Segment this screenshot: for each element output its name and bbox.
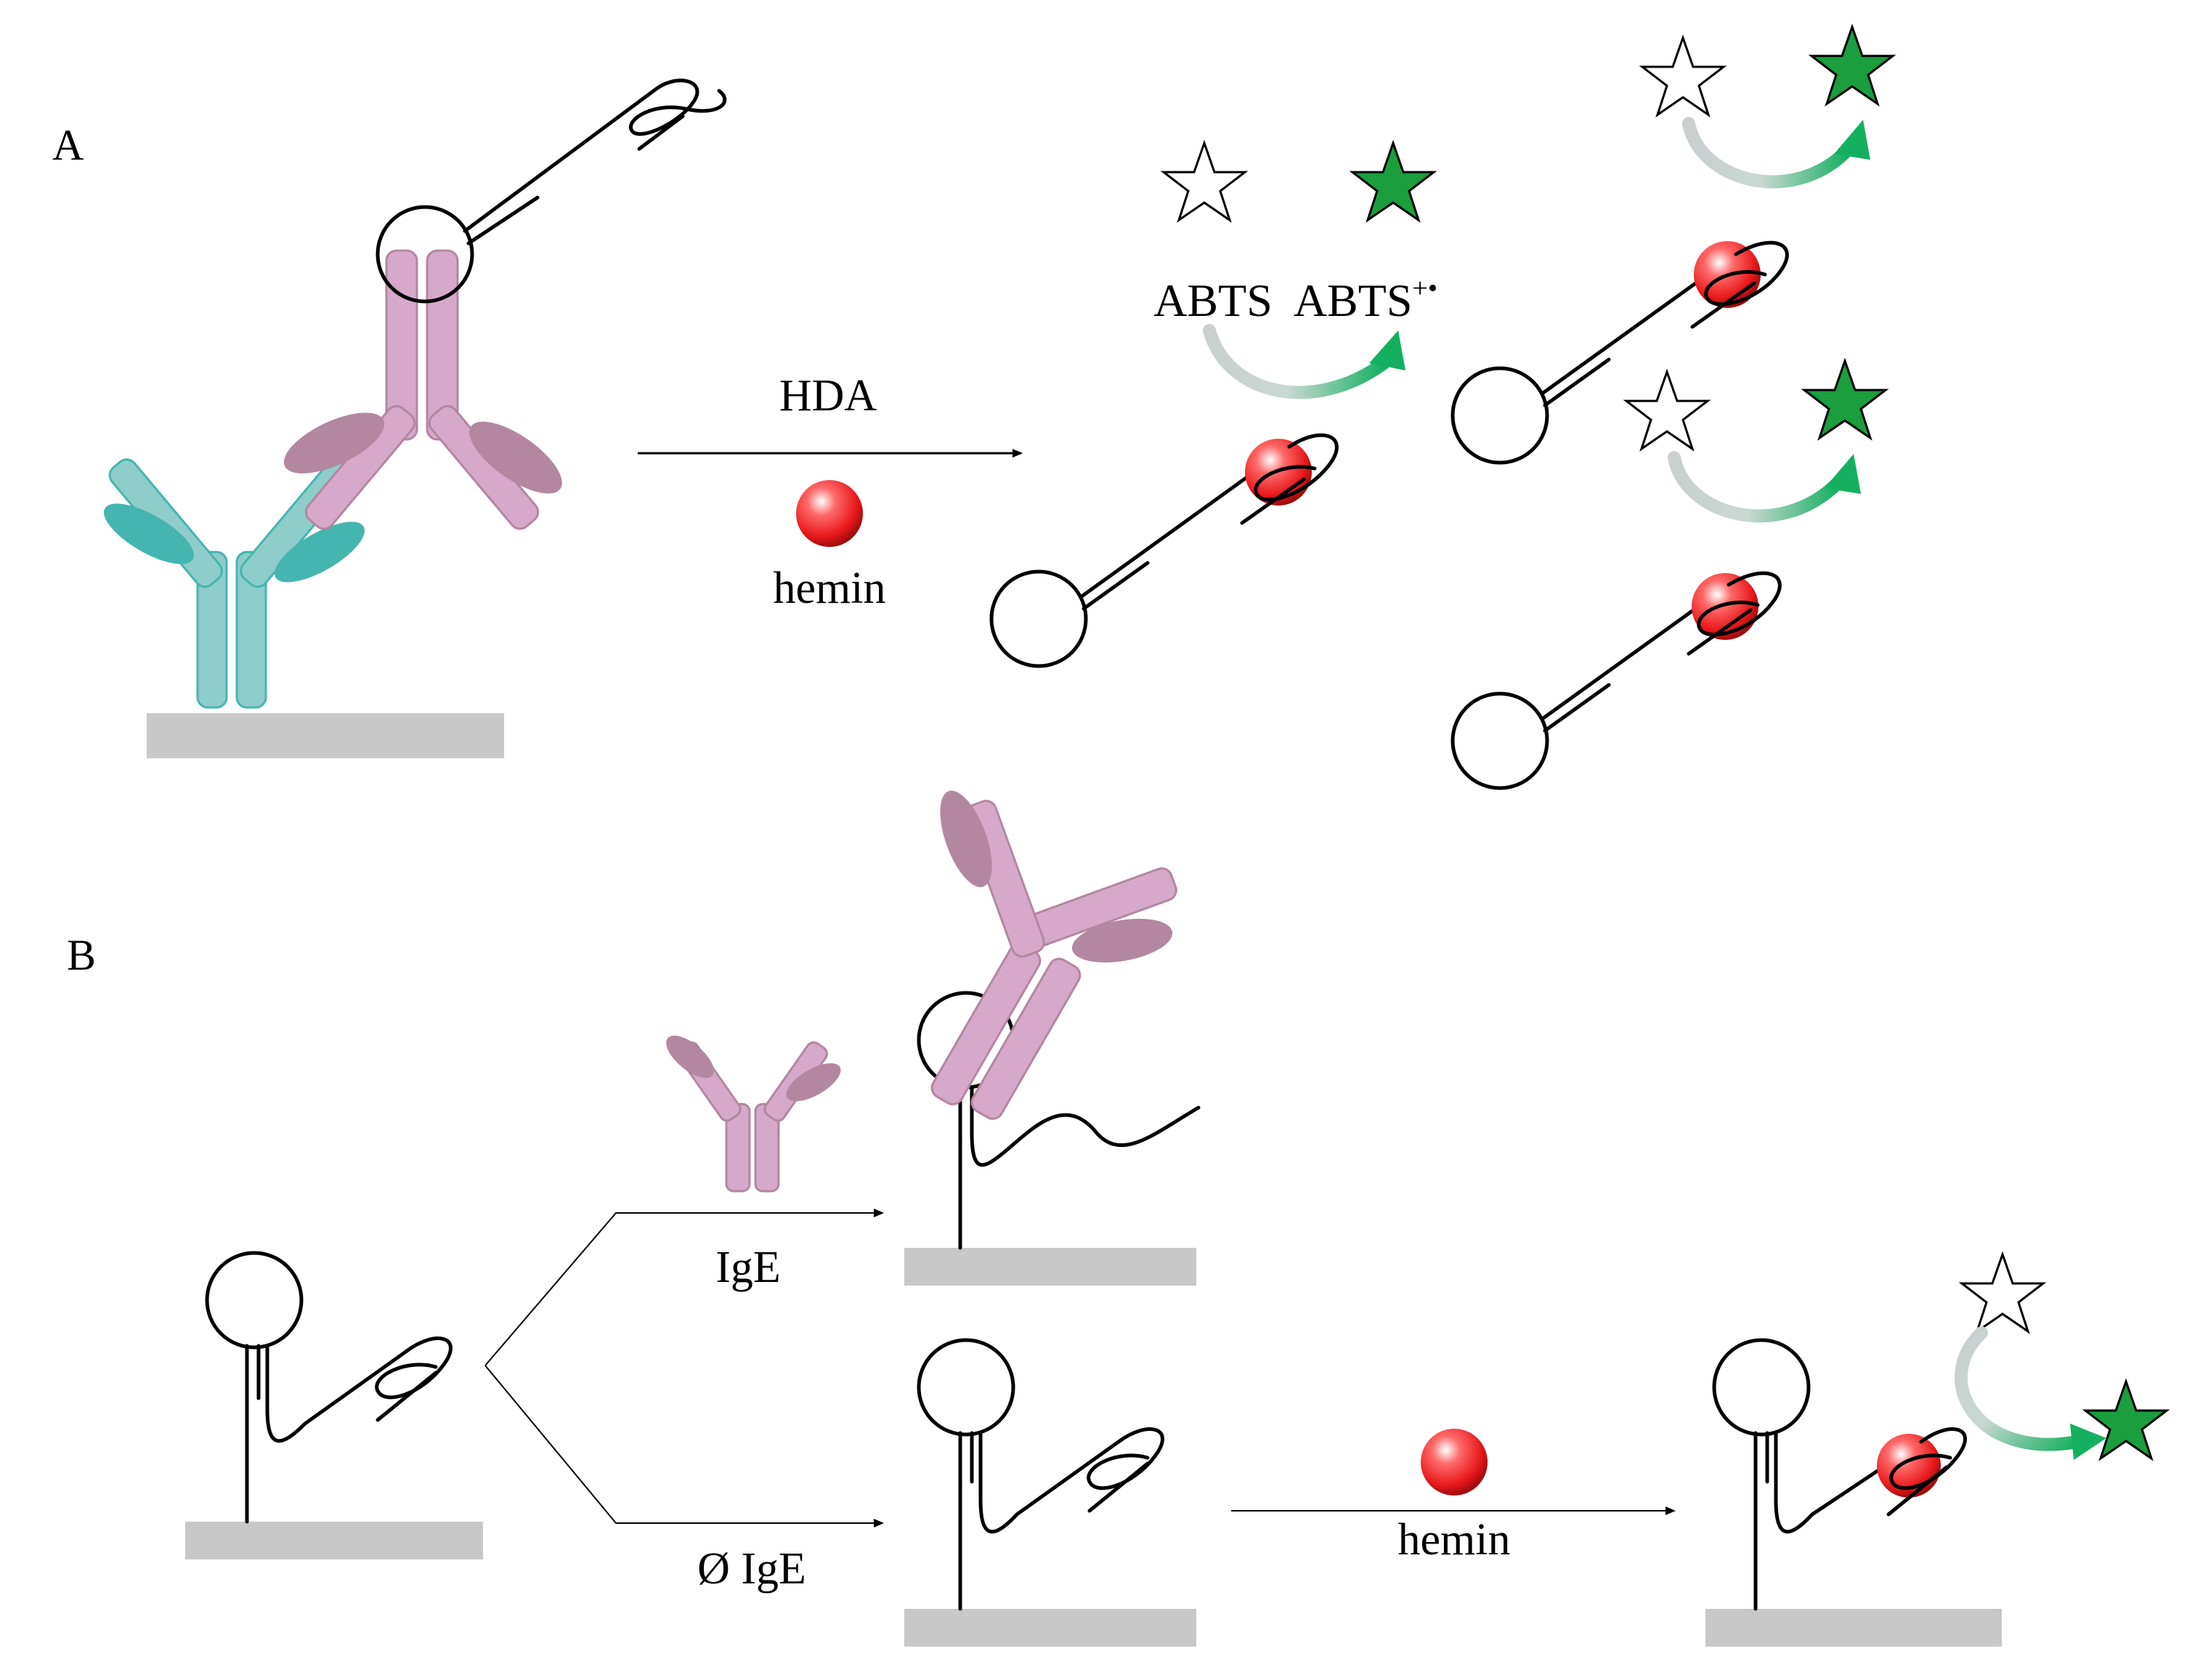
conversion-arrow-4 — [1955, 1326, 2084, 1451]
hda-label: HDA — [779, 371, 877, 421]
hemin-icon-b — [1421, 1429, 1488, 1496]
aptamer-hairpin-start — [205, 1251, 453, 1524]
g-quadruplex-product-1 — [989, 433, 1339, 668]
aptamer-hairpin-bound — [376, 78, 727, 304]
conversion-arrow-1 — [1203, 324, 1390, 399]
star-reduced-icon-1 — [1162, 142, 1246, 222]
star-reduced-icon-2 — [1641, 36, 1725, 116]
abts-oxidized-label: ABTS+• — [1294, 273, 1437, 326]
branch-no-ige — [484, 1365, 872, 1524]
conversion-arrowhead-2 — [1834, 120, 1870, 160]
branch-ige — [484, 1212, 872, 1366]
surface-b-no-ige — [904, 1609, 1196, 1647]
g-quadruplex-product-3 — [1451, 571, 1782, 790]
panel-label-b: B — [67, 931, 96, 979]
ige-antibody-a — [283, 249, 562, 530]
surface-b-final — [1705, 1609, 2002, 1647]
aptamer-ige-complex — [917, 790, 1201, 1250]
ige-icon — [666, 1035, 841, 1193]
hemin-icon-a — [796, 480, 863, 547]
star-oxidized-icon-4 — [2084, 1380, 2168, 1460]
panel-label-a: A — [52, 121, 84, 169]
conversion-arrow-3 — [1668, 451, 1844, 523]
hemin-label-a: hemin — [774, 564, 886, 613]
aptamer-hairpin-free — [917, 1338, 1164, 1611]
conversion-arrowhead-3 — [1825, 454, 1861, 494]
star-reduced-icon-3 — [1625, 370, 1709, 450]
conversion-arrowhead-4 — [2070, 1424, 2106, 1460]
conversion-arrow-2 — [1682, 117, 1855, 189]
star-oxidized-icon-2 — [1810, 25, 1894, 105]
ige-label: IgE — [715, 1243, 781, 1292]
conversion-arrowhead-1 — [1369, 330, 1405, 370]
abts-label: ABTS — [1153, 275, 1273, 326]
star-oxidized-icon-1 — [1351, 142, 1435, 222]
aptamer-g-quadruplex-hemin — [1712, 1338, 1967, 1611]
no-ige-label: Ø IgE — [697, 1544, 806, 1594]
surface-b-start — [185, 1522, 483, 1559]
surface-a — [147, 713, 504, 758]
hemin-label-b: hemin — [1398, 1515, 1511, 1565]
g-quadruplex-product-2 — [1451, 240, 1789, 465]
surface-b-ige — [904, 1248, 1196, 1286]
star-oxidized-icon-3 — [1803, 360, 1887, 439]
star-reduced-icon-4 — [1960, 1253, 2045, 1333]
